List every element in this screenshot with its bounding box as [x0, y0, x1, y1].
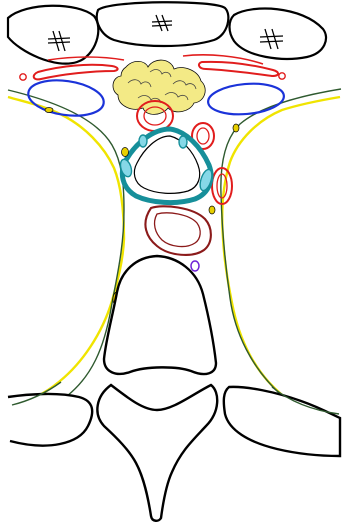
mediastinal-fascia-right	[221, 89, 341, 422]
left-internal-thoracic-artery	[34, 65, 118, 80]
left-small-vessel	[20, 74, 26, 80]
right-lung-pleura	[222, 97, 340, 421]
right-small-vessel	[279, 73, 285, 79]
right-subclavian-lumen	[197, 128, 209, 144]
left-small-green-structure	[45, 108, 53, 113]
thymic-fat	[113, 60, 205, 114]
spinous-process	[97, 385, 217, 521]
right-brachiocephalic-vein	[207, 81, 285, 118]
vertebral-body	[104, 256, 216, 374]
left-rib-top	[8, 6, 98, 64]
right-internal-thoracic-artery	[199, 62, 278, 76]
sternum	[97, 2, 229, 46]
esophagus-lumen	[155, 213, 201, 247]
right-posterior-rib	[224, 387, 340, 456]
right-rib-top	[230, 9, 327, 59]
left-posterior-rib	[8, 394, 92, 446]
thoracic-duct	[191, 261, 199, 271]
